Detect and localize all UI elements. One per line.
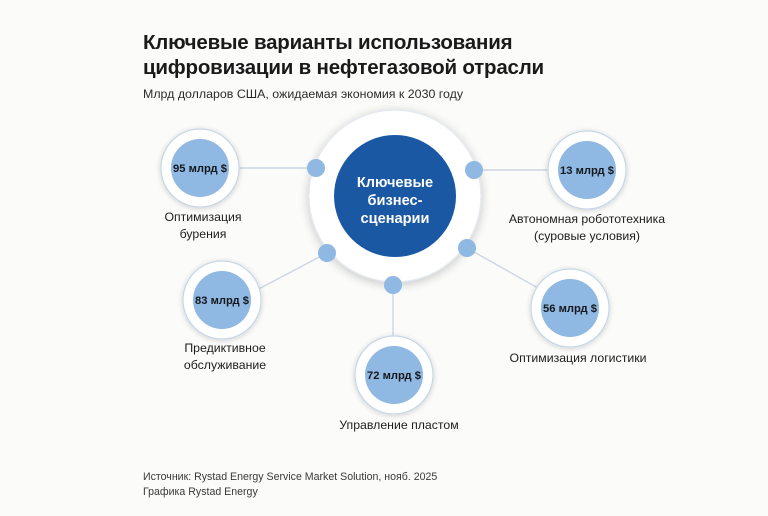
hub-dot-lower-left [318, 244, 336, 262]
node-label-line-1: Оптимизация [164, 210, 241, 224]
node-bubble [541, 279, 599, 337]
hub-dot-upper-right [465, 161, 483, 179]
node-value: 13 млрд $ [560, 165, 615, 177]
node-value: 56 млрд $ [543, 303, 598, 315]
node-label-line-2: (суровые условия) [534, 229, 640, 243]
node-label-line-1: Предиктивное [184, 341, 265, 355]
connector-lines [239, 167, 552, 348]
footer-credit: Графика Rystad Energy [143, 486, 258, 498]
node-label-line-2: обслуживание [184, 358, 266, 372]
node-value: 95 млрд $ [173, 163, 228, 175]
node-label-line-1: Управление пластом [339, 418, 458, 432]
node-predictive-maintenance[interactable]: 83 млрд $ Предиктивное обслуживание [182, 260, 266, 372]
node-bubble [171, 139, 229, 197]
hub-dot-bottom [384, 276, 402, 294]
hub-and-spoke-diagram: Ключевые бизнес- сценарии 95 млрд $ Опти… [0, 100, 768, 455]
node-autonomous-robotics[interactable]: 13 млрд $ Автономная робототехника (суро… [509, 130, 665, 243]
node-value: 83 млрд $ [195, 295, 250, 307]
node-value: 72 млрд $ [367, 370, 422, 382]
page-subtitle: Млрд долларов США, ожидаемая экономия к … [143, 87, 464, 101]
node-label-line-1: Автономная робототехника [509, 212, 665, 226]
node-logistics-optimization[interactable]: 56 млрд $ Оптимизация логистики [510, 268, 647, 365]
node-bubble [193, 271, 251, 329]
footer: Источник: Rystad Energy Service Market S… [143, 470, 663, 500]
hub-label-line-3: сценарии [361, 211, 430, 227]
header: Ключевые варианты использования цифровиз… [143, 30, 663, 102]
footer-source: Источник: Rystad Energy Service Market S… [143, 471, 438, 483]
connector-maintenance [252, 252, 328, 293]
node-label-line-2: бурения [180, 227, 227, 241]
hub-dot-lower-right [458, 239, 476, 257]
node-label-line-1: Оптимизация логистики [510, 351, 647, 365]
hub-circle[interactable] [334, 135, 456, 257]
hub-dot-upper-left [307, 159, 325, 177]
connector-logistics [466, 247, 546, 293]
page-title-line-1: Ключевые варианты использования [143, 31, 513, 54]
hub-ring-dots [307, 159, 483, 294]
node-bubble [558, 141, 616, 199]
node-drilling-optimization[interactable]: 95 млрд $ Оптимизация бурения [160, 128, 242, 241]
page-title-line-2: цифровизации в нефтегазовой отрасли [143, 56, 544, 79]
node-reservoir-management[interactable]: 72 млрд $ Управление пластом [339, 335, 459, 432]
hub-label-line-2: бизнес- [368, 193, 423, 209]
hub-label-line-1: Ключевые [357, 175, 433, 191]
node-bubble [365, 346, 423, 404]
